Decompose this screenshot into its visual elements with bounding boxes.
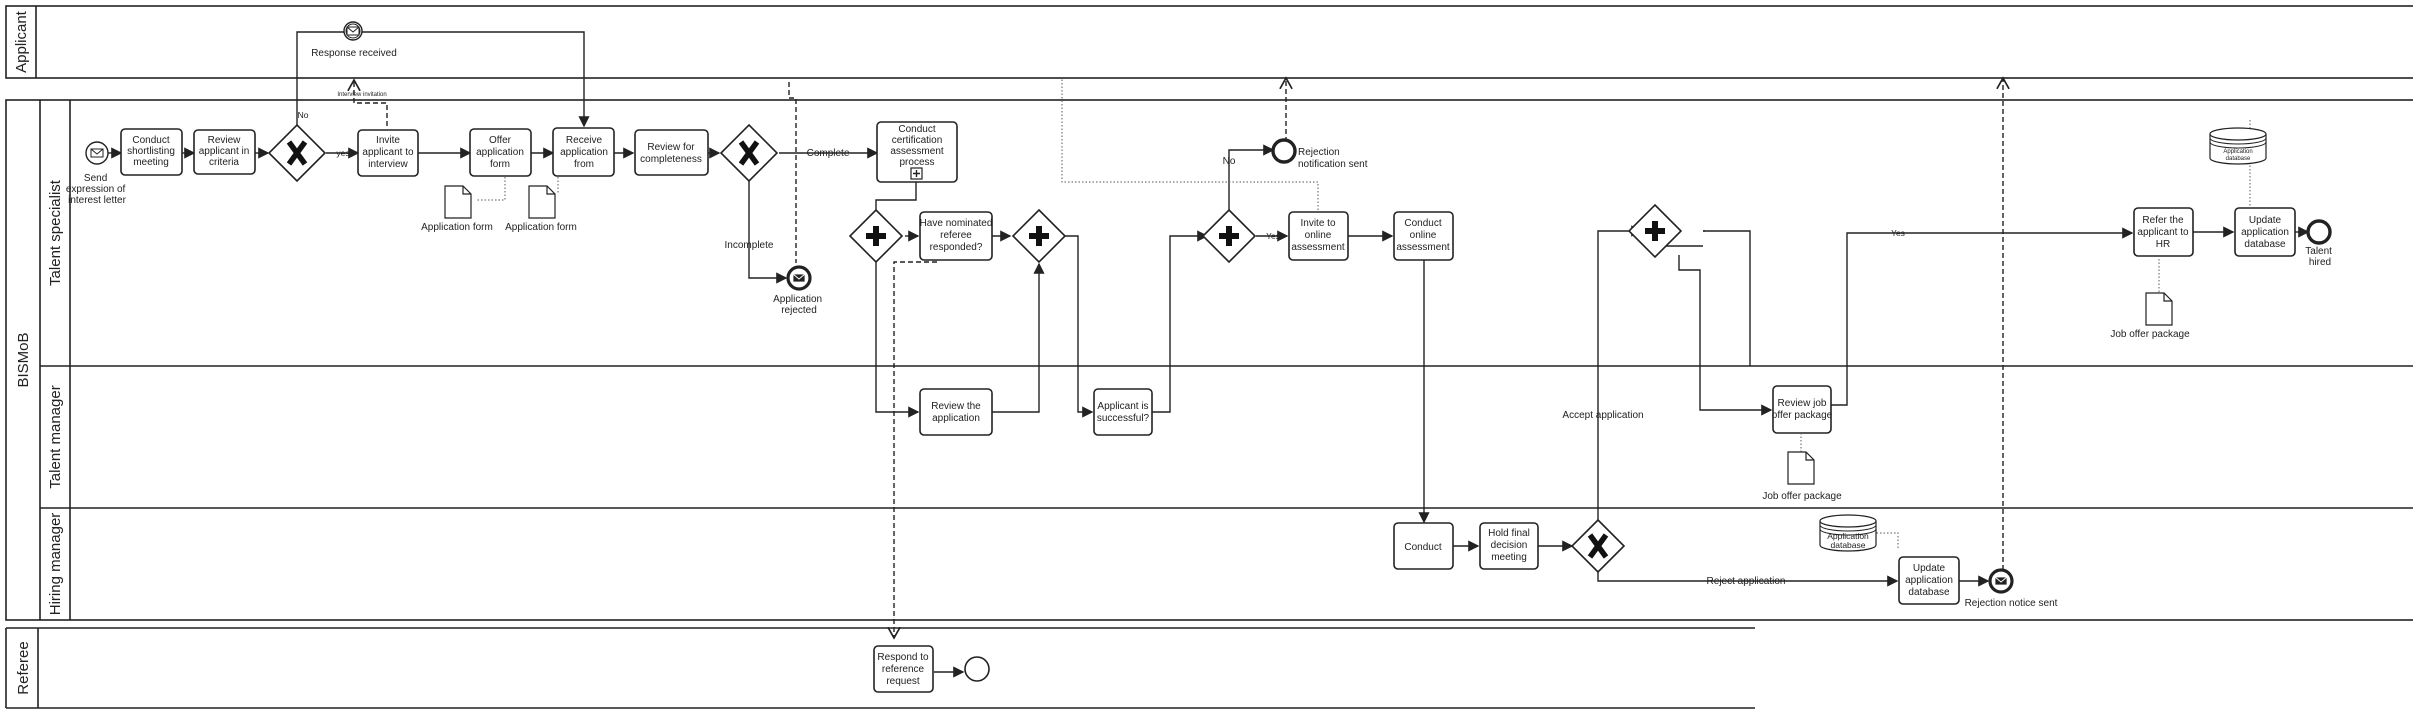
talent-specialist-lane-label: Talent specialist [47,179,64,286]
talent-manager-lane-label: Talent manager [47,385,64,488]
gateway-parallel-offer [1627,203,1683,259]
flow-label-yes-2: Yes [1266,231,1280,241]
gateway-final-decision-exclusive [1570,518,1626,574]
gateway-parallel-assessment [1201,208,1257,264]
flow-label-accept-application: Accept application [1562,410,1643,421]
task-conduct-hm[interactable]: Conduct [1393,522,1454,570]
gateway-parallel-join-1 [1011,208,1067,264]
job-offer-package-doc-tm [1787,451,1815,485]
rejection-notice-sent-event [1988,568,2014,594]
flow-label-yes-1: yes [336,148,349,158]
application-form-label-2: Application form [505,222,577,233]
application-rejected-label: Application rejected [773,294,825,316]
hiring-manager-lane-label: Hiring manager [47,513,64,616]
start-event-send-expression [85,141,109,165]
rejection-notification-label: Rejection notification sent [1298,147,1368,170]
job-offer-package-label-tm: Job offer package [1762,491,1842,502]
bismob-pool: BISMoB Talent specialist Talent manager … [5,99,2413,621]
flow-label-interview-invitation: Interview invitation [337,92,386,98]
send-expression-label: Send expression of interest letter [66,173,128,206]
applicant-pool: Applicant [5,5,2413,79]
flow-label-no-1: No [298,110,309,120]
response-received-event [343,21,363,41]
flow-labels: No yes Interview invitation Complete Inc… [298,92,1905,587]
rejection-notice-label: Rejection notice sent [1965,598,2058,609]
talent-hired-label: Talent hired [2305,246,2334,268]
talent-hired-event [2306,219,2332,245]
svg-text:Conduct: Conduct [1404,542,1441,553]
job-offer-package-label-ts: Job offer package [2110,329,2190,340]
flow-label-incomplete: Incomplete [725,240,774,251]
flow-label-yes-3: Yes [1891,228,1905,238]
job-offer-package-doc-ts [2145,292,2173,326]
flow-label-no-2: No [1223,156,1236,167]
rejection-notification-sent-event [1271,138,1297,164]
bismob-pool-label: BISMoB [15,332,32,387]
gateway-shortlist-exclusive [267,123,327,183]
message-flows [354,78,2251,638]
application-form-doc-1 [444,185,472,219]
referee-pool: Referee [5,627,1755,709]
flow-label-complete: Complete [807,148,850,159]
application-rejected-event [786,265,812,291]
referee-end-event [964,656,990,682]
application-form-doc-2 [528,185,556,219]
gateway-parallel-split-1 [848,208,904,264]
response-received-label: Response received [311,48,397,59]
application-form-label-1: Application form [421,222,493,233]
flow-label-reject-application: Reject application [1707,576,1786,587]
referee-pool-label: Referee [15,641,32,694]
gateway-completeness-exclusive [719,123,779,183]
applicant-pool-label: Applicant [13,10,30,73]
